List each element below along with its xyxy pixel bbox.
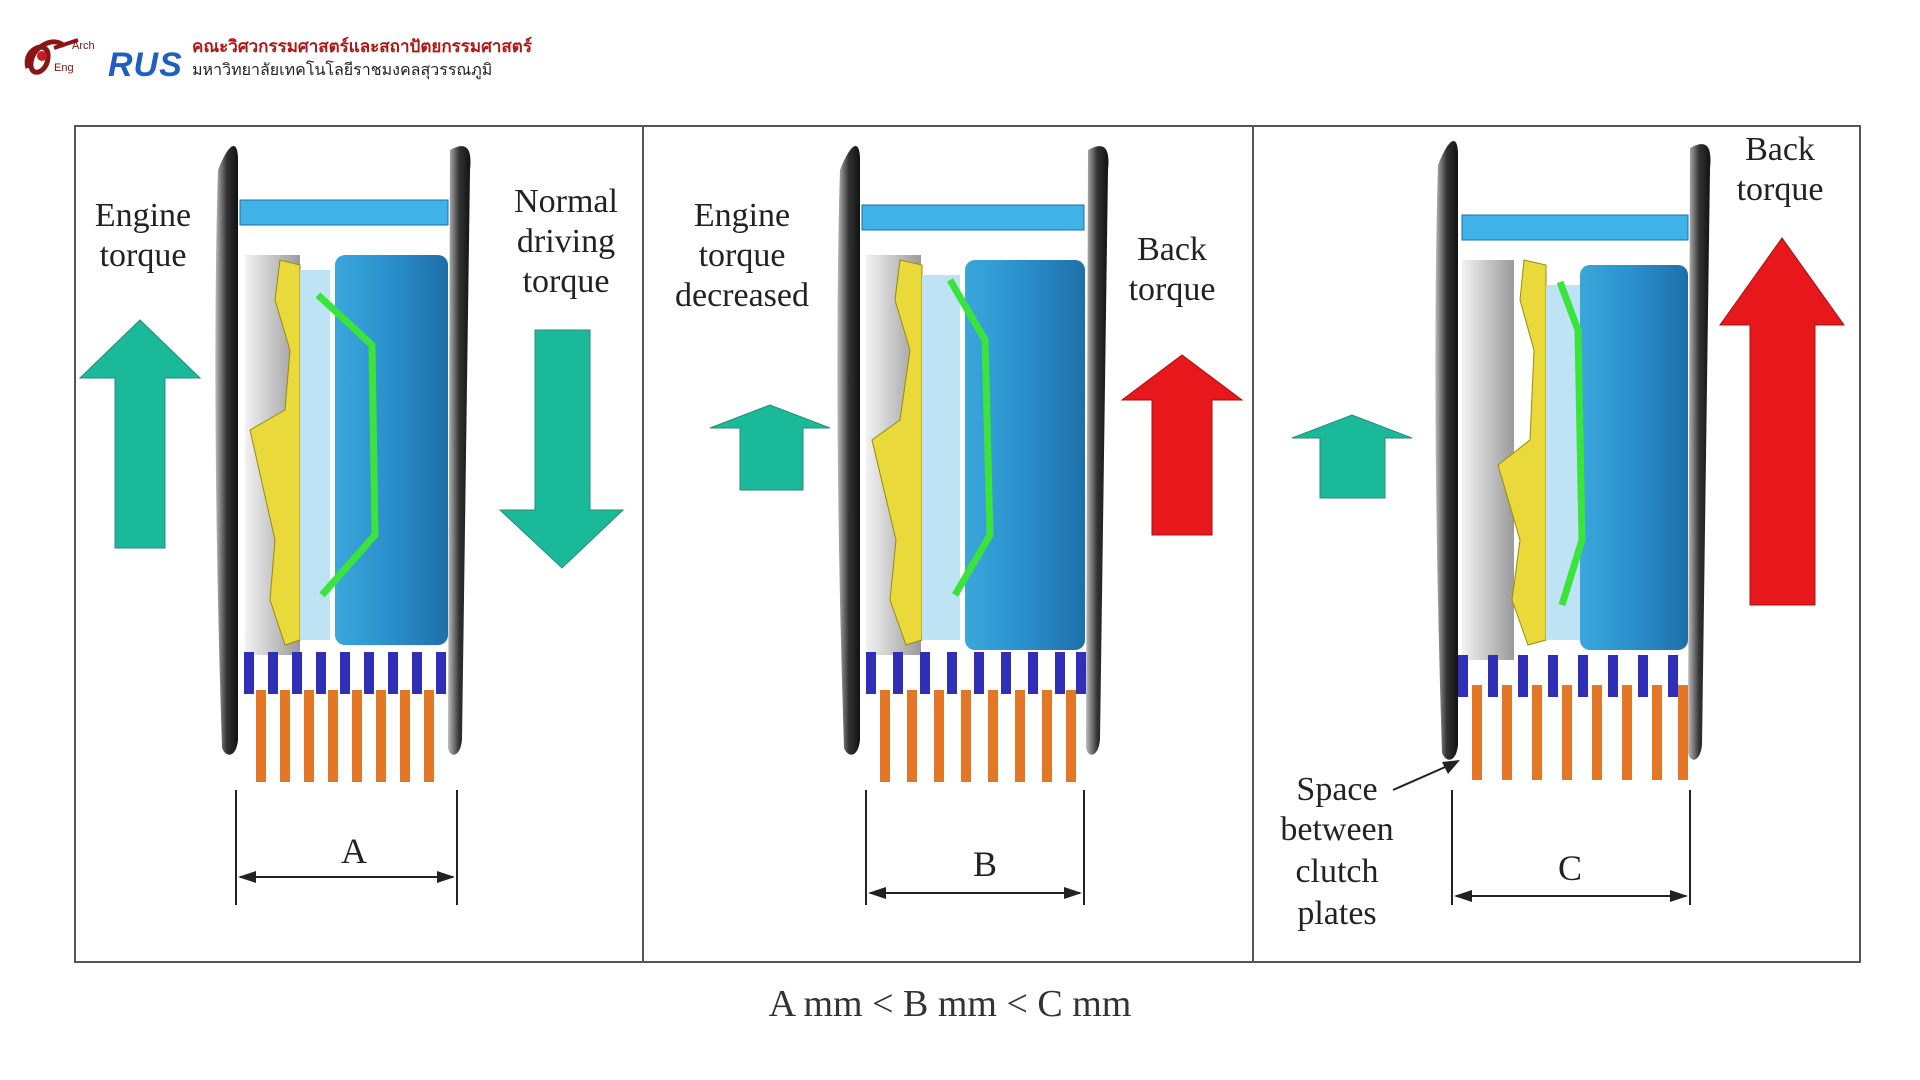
panel-a-left-label-1: Engine — [95, 197, 191, 234]
logo-eng-text: Eng — [54, 62, 74, 74]
back-torque-arrow-up-large — [1719, 237, 1845, 606]
logo-rus-text: RUS — [108, 46, 183, 84]
dimension-a-label: A — [341, 831, 367, 871]
engine-torque-arrow-up-small — [1291, 414, 1413, 499]
dimension-c-label: C — [1558, 848, 1582, 888]
panel-b-left-label-2: torque — [699, 237, 786, 274]
annotation-label-4: plates — [1297, 895, 1376, 932]
university-name: มหาวิทยาลัยเทคโนโลยีราชมงคลสุวรรณภูมิ — [192, 60, 493, 79]
panel-b-right-label-2: torque — [1129, 271, 1216, 308]
panel-b-right-label-1: Back — [1137, 231, 1207, 268]
panel-c-right-label-1: Back — [1745, 131, 1815, 168]
comparison-caption: A mm < B mm < C mm — [768, 983, 1132, 1025]
clutch-assembly — [837, 146, 1109, 782]
university-logo: Arch Eng RUS — [20, 28, 183, 88]
clutch-assembly — [215, 146, 471, 782]
institution-name: คณะวิศวกรรมศาสตร์และสถาปัตยกรรมศาสตร์ มห… — [192, 35, 532, 81]
dimension-c: C — [1451, 790, 1691, 905]
panel-a: Engine torque Normal driving torque A — [78, 146, 625, 905]
annotation-label-2: between — [1280, 811, 1393, 848]
back-torque-arrow-up — [1120, 354, 1244, 536]
panel-a-left-label-2: torque — [100, 237, 187, 274]
logo-arch-text: Arch — [72, 40, 95, 52]
logo-emblem-icon — [24, 38, 79, 75]
annotation-pointer-head — [1442, 760, 1460, 774]
annotation-label-1: Space — [1296, 771, 1377, 808]
driving-torque-arrow-down — [498, 329, 625, 569]
panel-b-left-label-3: decreased — [675, 277, 809, 314]
faculty-name: คณะวิศวกรรมศาสตร์และสถาปัตยกรรมศาสตร์ — [192, 37, 532, 57]
clutch-plates — [244, 652, 446, 782]
panel-b-left-label-1: Engine — [694, 197, 790, 234]
panel-a-right-label-3: torque — [523, 263, 610, 300]
panel-a-right-label-1: Normal — [514, 183, 618, 220]
panel-c: Back torque Space between clutch plates … — [1280, 131, 1845, 932]
panel-b: Engine torque decreased Back torque B — [675, 146, 1244, 905]
clutch-plates — [1458, 655, 1688, 780]
panel-a-right-label-2: driving — [517, 223, 615, 260]
clutch-assembly — [1435, 141, 1711, 780]
clutch-plates — [866, 652, 1086, 782]
annotation-pointer — [1392, 763, 1453, 791]
panel-c-right-label-2: torque — [1737, 171, 1824, 208]
engine-torque-arrow-up — [78, 319, 202, 549]
header: Arch Eng RUS คณะวิศวกรรมศาสตร์และสถาปัตย… — [20, 28, 532, 88]
annotation-label-3: clutch — [1295, 853, 1378, 890]
engine-torque-decreased-arrow-up — [709, 404, 831, 491]
dimension-b-label: B — [973, 844, 997, 884]
dimension-b: B — [865, 790, 1085, 905]
dimension-a: A — [235, 790, 458, 905]
